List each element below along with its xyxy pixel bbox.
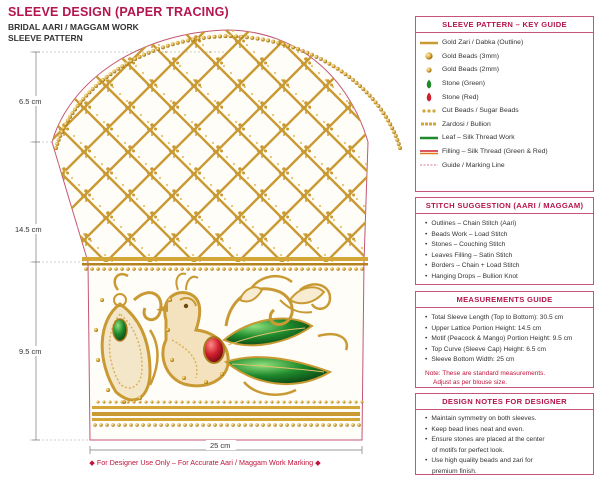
- legend-item: Gold Zari / Dabka (Outline): [416, 36, 593, 50]
- legend-item: Stone (Green): [416, 77, 593, 91]
- zardosi-icon: [416, 119, 442, 129]
- stitch-item: Borders – Chain + Load Stitch: [425, 261, 593, 272]
- measurement-item: Total Sleeve Length (Top to Bottom): 30.…: [425, 313, 593, 324]
- stitch-title: STITCH SUGGESTION (AARI / MAGGAM): [416, 198, 593, 214]
- measurements-panel: MEASUREMENTS GUIDE Total Sleeve Length (…: [415, 291, 594, 388]
- note-line: Adjust as per blouse size.: [433, 379, 508, 387]
- legend-label: Filling – Silk Thread (Green & Red): [442, 148, 548, 156]
- gold-bead-large-icon: [416, 51, 442, 61]
- legend-label: Stone (Red): [442, 93, 479, 101]
- stitch-panel: STITCH SUGGESTION (AARI / MAGGAM) Outlin…: [415, 197, 594, 285]
- dimension-label-bottom: 9.5 cm: [19, 347, 42, 356]
- key-guide-title: SLEEVE PATTERN – KEY GUIDE: [416, 17, 593, 33]
- stone-red-icon: [416, 92, 442, 102]
- stitch-item: Stones – Couching Stitch: [425, 240, 593, 251]
- measurements-list: Total Sleeve Length (Top to Bottom): 30.…: [425, 313, 593, 366]
- measurement-item: Upper Lattice Portion Height: 14.5 cm: [425, 324, 593, 335]
- legend-item: Leaf – Silk Thread Work: [416, 131, 593, 145]
- note-line: Note: These are standard measurements.: [425, 369, 546, 377]
- design-note-item: Maintain symmetry on both sleeves.: [425, 414, 593, 425]
- stitch-list: Outlines – Chain Stitch (Aari) Beads Wor…: [425, 219, 593, 283]
- sleeve-drawing: 6.5 cm 14.5 cm 9.5 cm 25 cm: [15, 29, 402, 454]
- design-note-continuation: premium finish.: [432, 467, 477, 475]
- measurement-note: Note: These are standard measurements. A…: [425, 369, 593, 388]
- gold-bead-small-icon: [416, 65, 442, 75]
- stitch-item: Outlines – Chain Stitch (Aari): [425, 219, 593, 230]
- cut-beads-icon: [416, 106, 442, 116]
- stone-green-icon: [416, 79, 442, 89]
- legend-item: Cut Beads / Sugar Beads: [416, 104, 593, 118]
- design-note-item: Ensure stones are placed at the center: [425, 435, 593, 446]
- page-title: SLEEVE DESIGN (PAPER TRACING): [8, 5, 229, 19]
- filling-line-icon: [416, 147, 442, 157]
- legend-label: Gold Zari / Dabka (Outline): [442, 39, 524, 47]
- gold-line-icon: [416, 38, 442, 48]
- stitch-item: Beads Work – Load Stitch: [425, 230, 593, 241]
- key-guide-panel: SLEEVE PATTERN – KEY GUIDE Gold Zari / D…: [415, 16, 594, 192]
- design-notes-list: Maintain symmetry on both sleeves. Keep …: [425, 414, 593, 478]
- footer-note: ◆ For Designer Use Only – For Accurate A…: [0, 458, 410, 467]
- measurement-item: Sleeve Bottom Width: 25 cm: [425, 355, 593, 366]
- subtitle-pattern: SLEEVE PATTERN: [8, 33, 83, 43]
- legend-label: Stone (Green): [442, 80, 486, 88]
- legend-label: Cut Beads / Sugar Beads: [442, 107, 519, 115]
- legend-item: Stone (Red): [416, 90, 593, 104]
- design-notes-panel: DESIGN NOTES FOR DESIGNER Maintain symme…: [415, 393, 594, 475]
- measurement-item: Motif (Peacock & Mango) Portion Height: …: [425, 334, 593, 345]
- dimension-label-top: 6.5 cm: [19, 97, 42, 106]
- stitch-item: Hanging Drops – Bullion Knot: [425, 272, 593, 283]
- guide-line-icon: [416, 160, 442, 170]
- design-note-item: Use high quality beads and zari for: [425, 456, 593, 467]
- lattice-border: [82, 257, 368, 271]
- legend-item: Filling – Silk Thread (Green & Red): [416, 145, 593, 159]
- dimension-label-middle: 14.5 cm: [15, 225, 42, 234]
- legend-label: Zardosi / Bullion: [442, 120, 491, 128]
- subtitle-work-type: BRIDAL AARI / MAGGAM WORK: [8, 22, 139, 32]
- footer-text: For Designer Use Only – For Accurate Aar…: [96, 458, 314, 467]
- legend-label: Guide / Marking Line: [442, 161, 505, 169]
- design-notes-title: DESIGN NOTES FOR DESIGNER: [416, 394, 593, 410]
- legend-label: Leaf – Silk Thread Work: [442, 134, 515, 142]
- legend-label: Gold Beads (2mm): [442, 66, 500, 74]
- peacock-mango-motif: [94, 272, 349, 404]
- legend-label: Gold Beads (3mm): [442, 52, 500, 60]
- legend-item: Guide / Marking Line: [416, 158, 593, 172]
- measurements-title: MEASUREMENTS GUIDE: [416, 292, 593, 308]
- bottom-border: [92, 400, 364, 427]
- legend-item: Zardosi / Bullion: [416, 118, 593, 132]
- key-guide-list: Gold Zari / Dabka (Outline) Gold Beads (3…: [416, 33, 593, 172]
- leaf-line-icon: [416, 133, 442, 143]
- diamond-icon: ◆: [89, 458, 97, 467]
- stitch-item: Leaves Filling – Satin Stitch: [425, 251, 593, 262]
- cap-bead-border: [54, 34, 402, 150]
- measurement-item: Top Curve (Sleeve Cap) Height: 6.5 cm: [425, 345, 593, 356]
- design-note-item: Keep bead lines neat and even.: [425, 425, 593, 436]
- diamond-icon: ◆: [313, 458, 321, 467]
- legend-item: Gold Beads (3mm): [416, 50, 593, 64]
- dimension-label-width: 25 cm: [210, 441, 230, 450]
- design-note-continuation: of motifs for perfect look.: [432, 446, 505, 454]
- legend-item: Gold Beads (2mm): [416, 63, 593, 77]
